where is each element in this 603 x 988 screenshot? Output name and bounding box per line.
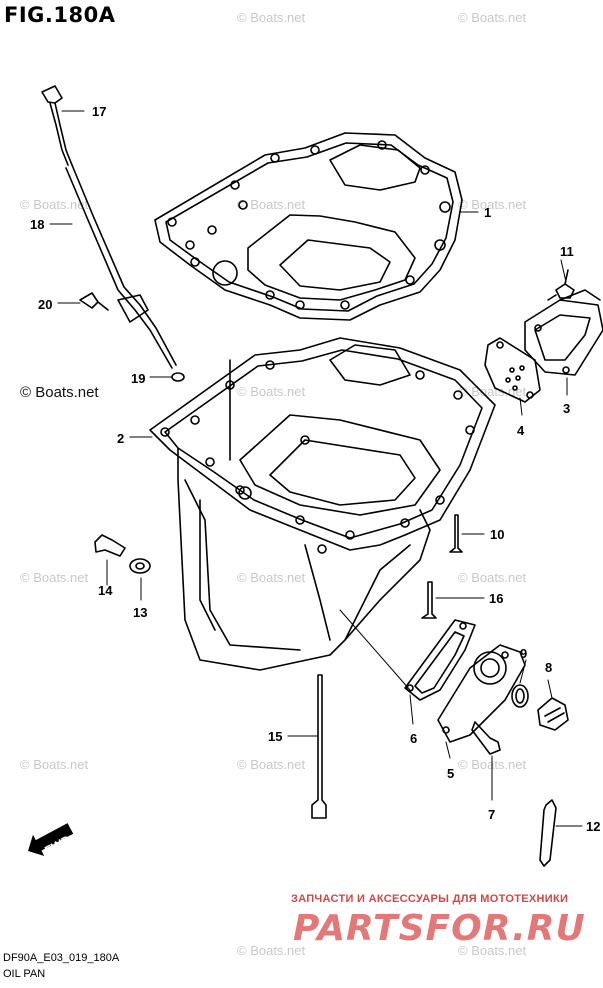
callout-17: 17 (92, 104, 107, 119)
callout-8: 8 (545, 660, 553, 675)
watermark: © Boats.net (20, 570, 89, 585)
callout-7: 7 (488, 807, 496, 822)
guide-tube-part-18 (65, 164, 177, 369)
callout-10: 10 (490, 527, 505, 542)
diagram-code: DF90A_E03_019_180A (3, 952, 120, 964)
callout-19: 19 (131, 371, 146, 386)
clip-part-12 (539, 799, 557, 867)
callout-1: 1 (484, 205, 492, 220)
forward-arrow-icon (28, 823, 74, 856)
drain-plug-part-8 (537, 697, 569, 731)
callout-2: 2 (117, 431, 125, 446)
brand-logo: PARTSFOR.RU (293, 908, 586, 949)
long-bolt-part-15 (311, 674, 327, 819)
oil-pan-part-2 (149, 337, 496, 671)
gasket-part-6 (404, 619, 476, 701)
callout-12: 12 (586, 819, 601, 834)
gasket-part-4 (484, 337, 541, 403)
callout-9: 9 (520, 646, 528, 661)
watermark: © Boats.net (237, 197, 306, 212)
watermark: © Boats.net (237, 384, 306, 399)
figure-title: FIG.180A (4, 3, 116, 27)
watermark: © Boats.net (458, 10, 527, 25)
callout-5: 5 (447, 766, 455, 781)
watermark: © Boats.net (237, 943, 306, 958)
cover-part-3 (524, 289, 603, 376)
watermark: © Boats.net (20, 384, 99, 401)
callout-3: 3 (563, 401, 571, 416)
watermark: © Boats.net (458, 943, 527, 958)
watermark: © Boats.net (20, 757, 89, 772)
washer-part-13 (129, 558, 151, 574)
bolt-part-10 (449, 514, 463, 553)
clip-part-19 (171, 372, 185, 382)
gasket-part-1 (154, 132, 463, 321)
watermark: © Boats.net (237, 570, 306, 585)
callout-14: 14 (98, 583, 113, 598)
bolt-part-7 (471, 721, 501, 755)
leader-lines (49, 110, 583, 827)
callout-15: 15 (268, 729, 283, 744)
watermark: © Boats.net (237, 10, 306, 25)
callout-18: 18 (30, 217, 45, 232)
callout-16: 16 (489, 591, 504, 606)
watermark: © Boats.net (458, 197, 527, 212)
watermark: © Boats.net (237, 757, 306, 772)
callout-11: 11 (560, 244, 574, 259)
dipstick-part-17 (41, 85, 73, 166)
bolt-part-16 (421, 581, 437, 619)
watermark: © Boats.net (20, 197, 89, 212)
o-ring-part-9 (511, 684, 529, 708)
callout-13: 13 (133, 605, 148, 620)
callout-4: 4 (517, 423, 525, 438)
callout-20: 20 (38, 297, 53, 312)
brand-tagline: ЗАПЧАСТИ И АКСЕССУАРЫ ДЛЯ МОТОТЕХНИКИ (291, 893, 569, 905)
bolt-part-20 (79, 292, 109, 311)
bolt-part-14 (94, 534, 126, 557)
callout-6: 6 (410, 731, 418, 746)
watermark: © Boats.net (458, 570, 527, 585)
diagram-name: OIL PAN (3, 968, 46, 980)
